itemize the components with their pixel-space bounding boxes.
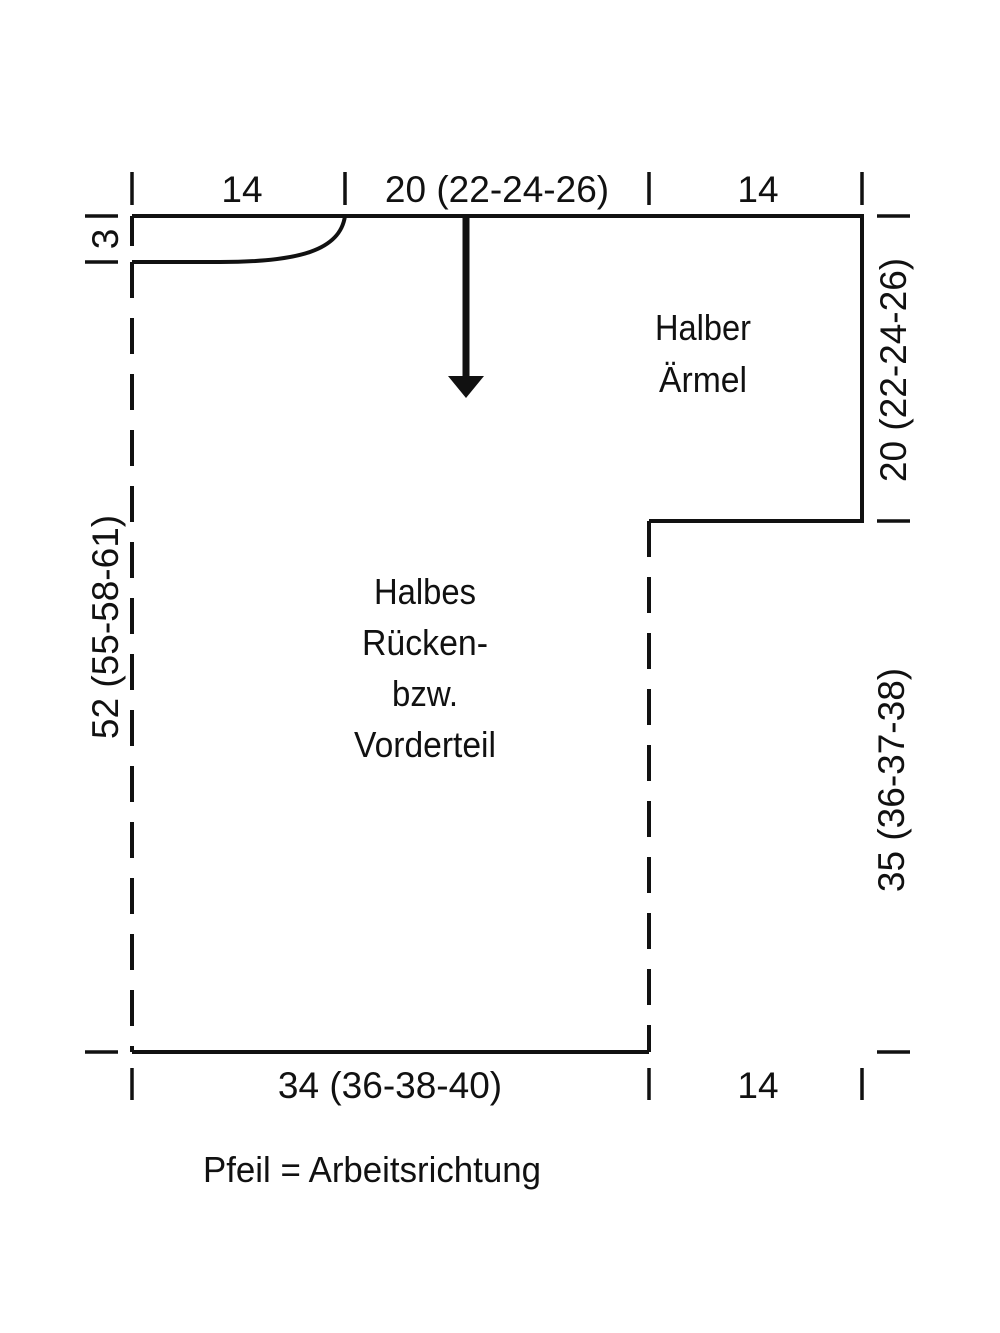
dim-sleeve-height: 20 (22-24-26)	[873, 258, 914, 482]
dim-top-middle: 20 (22-24-26)	[385, 169, 609, 210]
body-label-line: Vorderteil	[354, 724, 496, 765]
left-ticks	[85, 214, 118, 1054]
neckline-curve	[130, 215, 347, 264]
dim-top-left: 14	[221, 169, 262, 210]
dim-body-length: 52 (55-58-61)	[85, 515, 126, 739]
body-label: Halbes Rücken- bzw. Vorderteil	[354, 571, 496, 765]
legend-text: Pfeil = Arbeitsrichtung	[203, 1149, 541, 1190]
dim-bottom-body: 34 (36-38-40)	[278, 1065, 502, 1106]
body-label-line: Halbes	[374, 571, 476, 612]
dim-side-length: 35 (36-37-38)	[871, 668, 912, 892]
sleeve-label-line: Halber	[655, 307, 751, 348]
top-edge	[132, 214, 864, 523]
dim-neck-depth: 3	[85, 229, 126, 250]
body-label-line: Rücken-	[362, 622, 488, 663]
dim-bottom-sleeve: 14	[737, 1065, 778, 1106]
sleeve-label: Halber Ärmel	[655, 307, 751, 400]
dim-top-right: 14	[737, 169, 778, 210]
sleeve-label-line: Ärmel	[659, 359, 747, 400]
body-label-line: bzw.	[392, 673, 458, 714]
right-ticks	[877, 214, 910, 1054]
work-direction-arrow-icon	[448, 216, 484, 398]
top-ticks	[130, 172, 864, 205]
bottom-ticks	[130, 1068, 864, 1100]
